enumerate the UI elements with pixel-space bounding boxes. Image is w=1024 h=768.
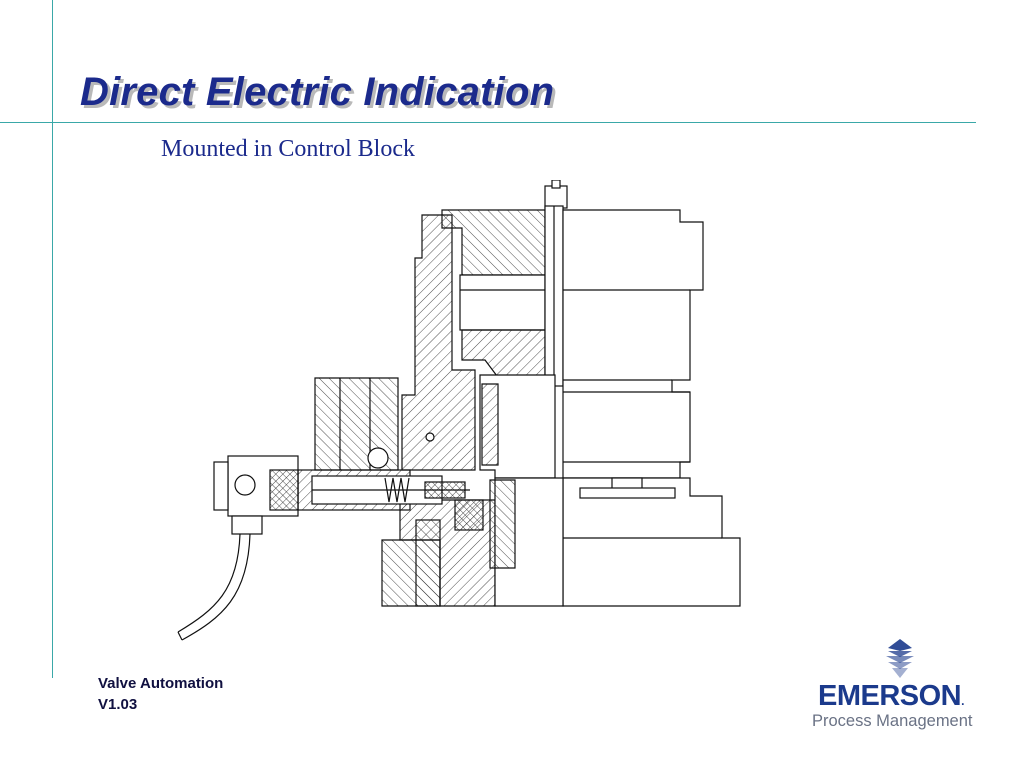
cross-section-drawing — [177, 180, 741, 641]
logo-trademark: . — [961, 694, 964, 708]
footer-line-product: Valve Automation — [98, 675, 224, 692]
footer-label: Valve Automation V1.03 — [98, 673, 223, 715]
slide-subtitle: Mounted in Control Block — [161, 136, 415, 162]
vertical-rule — [52, 0, 53, 678]
footer-line-version: V1.03 — [98, 696, 138, 713]
emerson-logo: EMERSON. Process Management — [810, 636, 990, 736]
logo-tagline: Process Management — [812, 712, 973, 730]
slide-title: Direct Electric Indication — [80, 70, 555, 114]
horizontal-rule — [0, 122, 976, 123]
logo-wordmark: EMERSON. — [818, 680, 964, 712]
emerson-diamond-icon — [886, 639, 914, 678]
